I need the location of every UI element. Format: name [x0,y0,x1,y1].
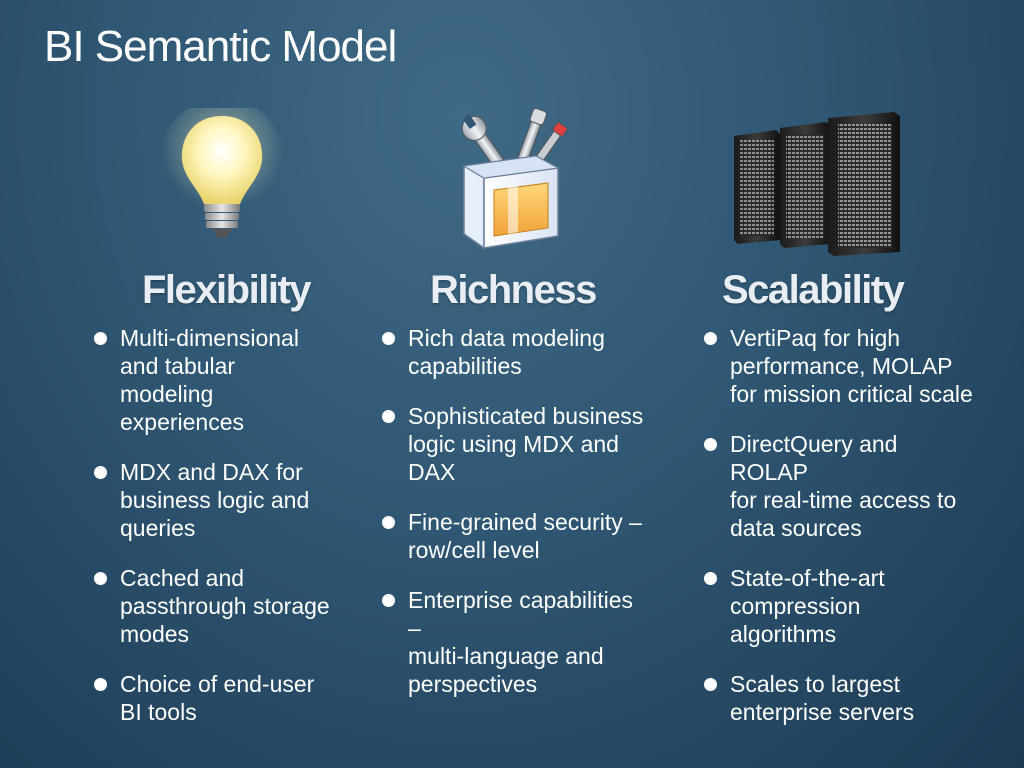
bullet-dot-icon [94,572,107,585]
list-item: Choice of end-user BI tools [94,670,364,726]
list-item: Sophisticated business logic using MDX a… [382,402,672,486]
server-rack-icon [728,108,908,258]
list-item: State-of-the-art compression algorithms [704,564,1004,648]
richness-bullet-list: Rich data modeling capabilities Sophisti… [382,324,672,720]
bullet-dot-icon [94,332,107,345]
list-item: Scales to largest enterprise servers [704,670,1004,726]
bullet-dot-icon [94,678,107,691]
list-item: Rich data modeling capabilities [382,324,672,380]
flexibility-bullet-list: Multi-dimensional and tabular modeling e… [94,324,364,748]
bullet-dot-icon [704,332,717,345]
scalability-bullet-list: VertiPaq for high performance, MOLAP for… [704,324,1004,748]
column-heading-flexibility: Flexibility [142,268,312,312]
bullet-dot-icon [704,438,717,451]
slide-title: BI Semantic Model [44,22,397,71]
bullet-dot-icon [704,572,717,585]
list-item: VertiPaq for high performance, MOLAP for… [704,324,1004,408]
column-heading-richness: Richness [430,268,597,312]
list-item: Enterprise capabilities – multi-language… [382,586,672,698]
list-item: Cached and passthrough storage modes [94,564,364,648]
bullet-dot-icon [94,466,107,479]
bullet-dot-icon [382,594,395,607]
bullet-dot-icon [704,678,717,691]
list-item: DirectQuery and ROLAP for real-time acce… [704,430,1004,542]
toolbox-icon [418,108,598,258]
bullet-dot-icon [382,332,395,345]
bullet-dot-icon [382,516,395,529]
list-item: Multi-dimensional and tabular modeling e… [94,324,364,436]
column-heading-scalability: Scalability [722,268,905,312]
light-bulb-icon [132,98,312,258]
list-item: MDX and DAX for business logic and queri… [94,458,364,542]
list-item: Fine-grained security – row/cell level [382,508,672,564]
bullet-dot-icon [382,410,395,423]
